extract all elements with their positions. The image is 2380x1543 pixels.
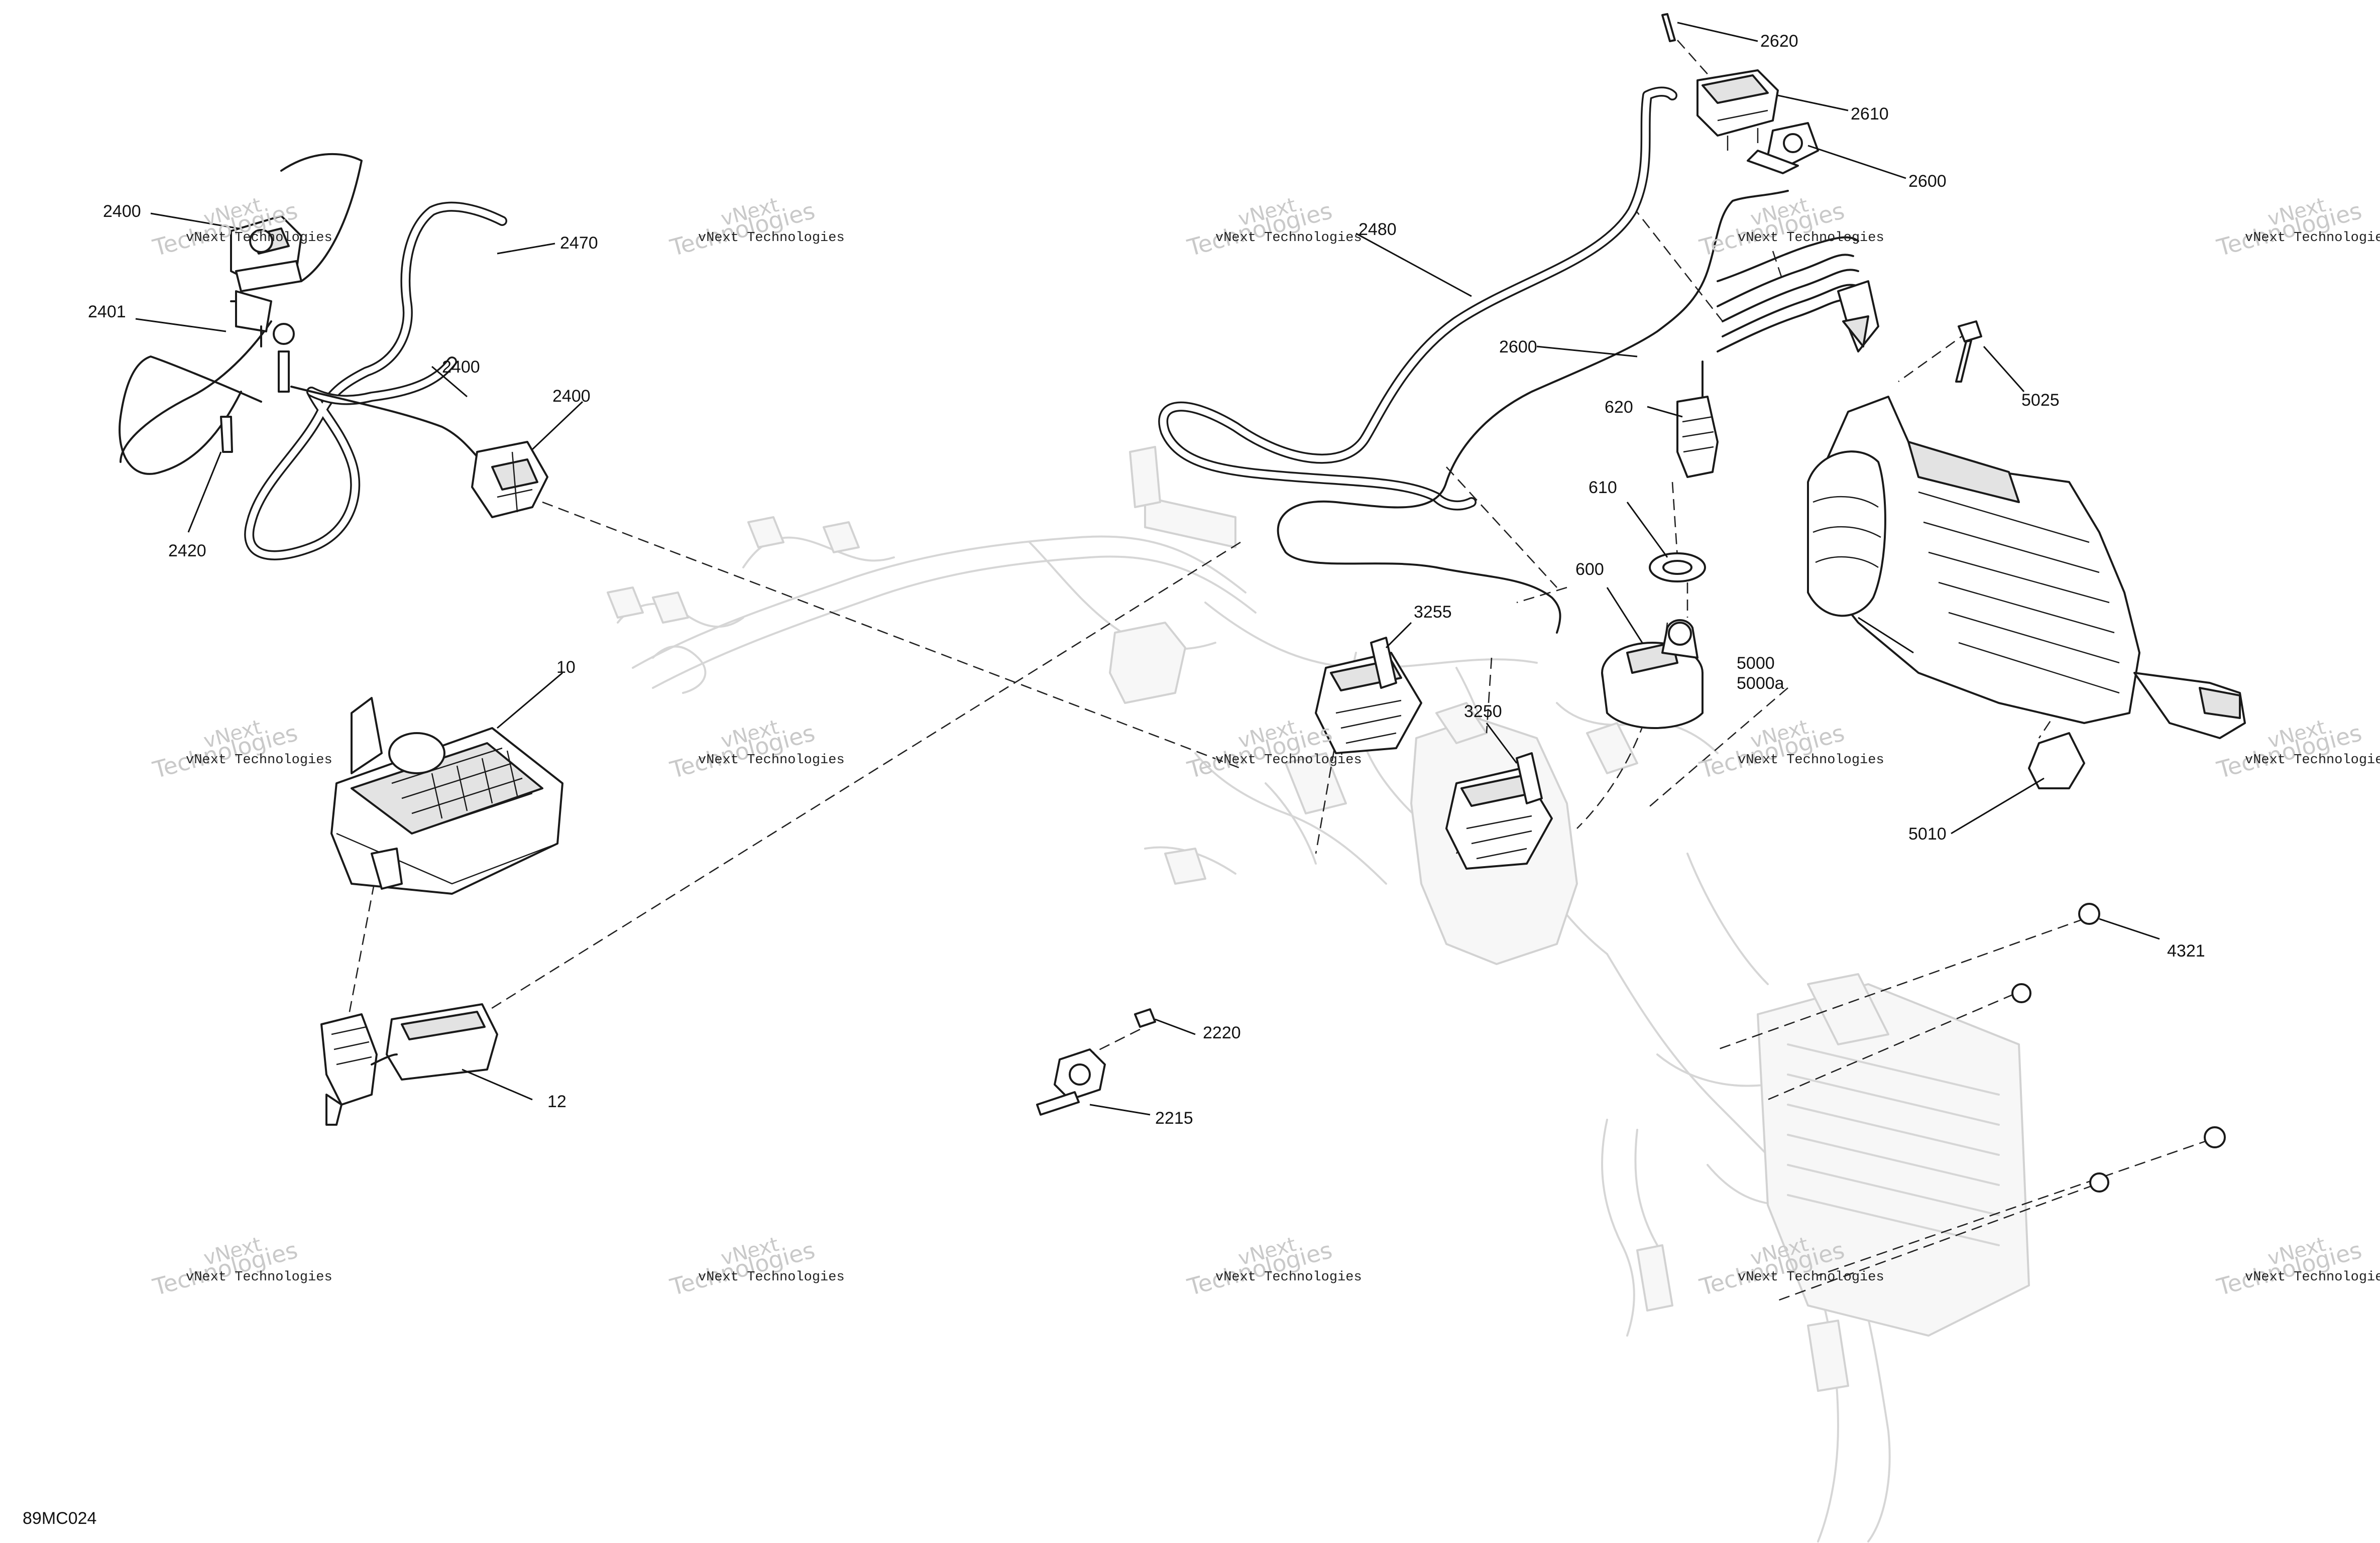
part-3255-switch: [1315, 637, 1422, 754]
part-12-connector: [320, 1003, 498, 1126]
part-620-connector: [1676, 361, 1719, 478]
callout-2220: 2220: [1203, 1023, 1241, 1042]
watermark: vNext Technologies vNext Technologies: [1696, 716, 1884, 784]
watermark: vNext Technologies vNext Technologies: [667, 1233, 845, 1301]
callout-2400: 2400: [552, 387, 591, 406]
svg-text:vNext Technologies: vNext Technologies: [2245, 753, 2380, 768]
callout-labels: 2400 2401 2470 2400 2400 2420 2480 2620 …: [88, 32, 2205, 1128]
callout-3255: 3255: [1414, 603, 1452, 622]
leader-lines: [135, 22, 2160, 1116]
callout-2620: 2620: [1760, 32, 1798, 51]
callout-2215: 2215: [1155, 1109, 1193, 1128]
svg-text:vNext Technologies: vNext Technologies: [698, 1270, 845, 1285]
callout-2401: 2401: [88, 302, 126, 321]
svg-text:vNext Technologies: vNext Technologies: [1738, 753, 1884, 768]
callout-2470: 2470: [560, 233, 598, 253]
callout-600: 600: [1575, 560, 1604, 579]
callout-5000: 5000: [1737, 654, 1775, 673]
svg-text:vNext Technologies: vNext Technologies: [2245, 1270, 2380, 1285]
watermark: vNext Technologies vNext Technologies: [1184, 1233, 1362, 1301]
callout-2610: 2610: [1851, 104, 1889, 124]
svg-text:vNext Technologies: vNext Technologies: [1738, 230, 1884, 246]
callout-2600: 2600: [1908, 172, 1947, 191]
part-10-fuse-box: [330, 697, 563, 895]
part-610-600-dess-post: [1601, 552, 1706, 729]
callout-5000a: 5000a: [1737, 674, 1784, 693]
part-2600-tether: [1277, 13, 1879, 634]
callout-610: 610: [1589, 478, 1617, 497]
watermark: vNext Technologies vNext Technologies: [2214, 1233, 2380, 1301]
callout-2600: 2600: [1499, 337, 1537, 357]
figure-code: 89MC024: [23, 1509, 96, 1528]
part-3250-switch: [1445, 752, 1553, 870]
callout-10: 10: [556, 658, 576, 677]
callout-620: 620: [1605, 398, 1633, 417]
svg-text:vNext Technologies: vNext Technologies: [2245, 230, 2380, 246]
watermark: vNext Technologies vNext Technologies: [667, 193, 845, 262]
svg-text:vNext Technologies: vNext Technologies: [186, 753, 332, 768]
callout-5010: 5010: [1908, 824, 1947, 844]
part-5000-ecm: [1807, 320, 2246, 789]
callout-2480: 2480: [1358, 220, 1397, 239]
part-4321-nuts: [2011, 903, 2226, 1193]
callout-2400: 2400: [103, 202, 141, 221]
watermark: vNext Technologies vNext Technologies: [2214, 193, 2380, 262]
svg-text:vNext Technologies: vNext Technologies: [1738, 1270, 1884, 1285]
part-2215-2220-sensor: [1036, 1008, 1156, 1116]
callout-12: 12: [547, 1092, 566, 1111]
watermark: vNext Technologies vNext Technologies: [150, 1233, 332, 1301]
watermark: vNext Technologies vNext Technologies: [1696, 193, 1884, 262]
svg-text:vNext Technologies: vNext Technologies: [186, 1270, 332, 1285]
callout-5025: 5025: [2021, 391, 2060, 410]
watermark: vNext Technologies vNext Technologies: [150, 716, 332, 784]
watermark: vNext Technologies vNext Technologies: [1184, 193, 1362, 262]
part-2480-hose: [1158, 86, 1677, 511]
svg-text:vNext Technologies: vNext Technologies: [698, 753, 845, 768]
callout-4321: 4321: [2167, 941, 2205, 961]
svg-text:vNext Technologies: vNext Technologies: [1215, 1270, 1362, 1285]
svg-text:vNext Technologies: vNext Technologies: [698, 230, 845, 246]
callout-2420: 2420: [168, 541, 206, 560]
svg-text:vNext Technologies: vNext Technologies: [1215, 230, 1362, 246]
callout-3250: 3250: [1464, 702, 1502, 721]
svg-text:vNext Technologies: vNext Technologies: [1215, 753, 1362, 768]
ghost-main-harness: [607, 446, 2030, 1542]
svg-text:vNext Technologies: vNext Technologies: [186, 230, 332, 246]
callout-2400: 2400: [442, 358, 480, 377]
watermark: vNext Technologies vNext Technologies: [667, 716, 845, 784]
handlebar-switch-assembly: [119, 153, 548, 560]
